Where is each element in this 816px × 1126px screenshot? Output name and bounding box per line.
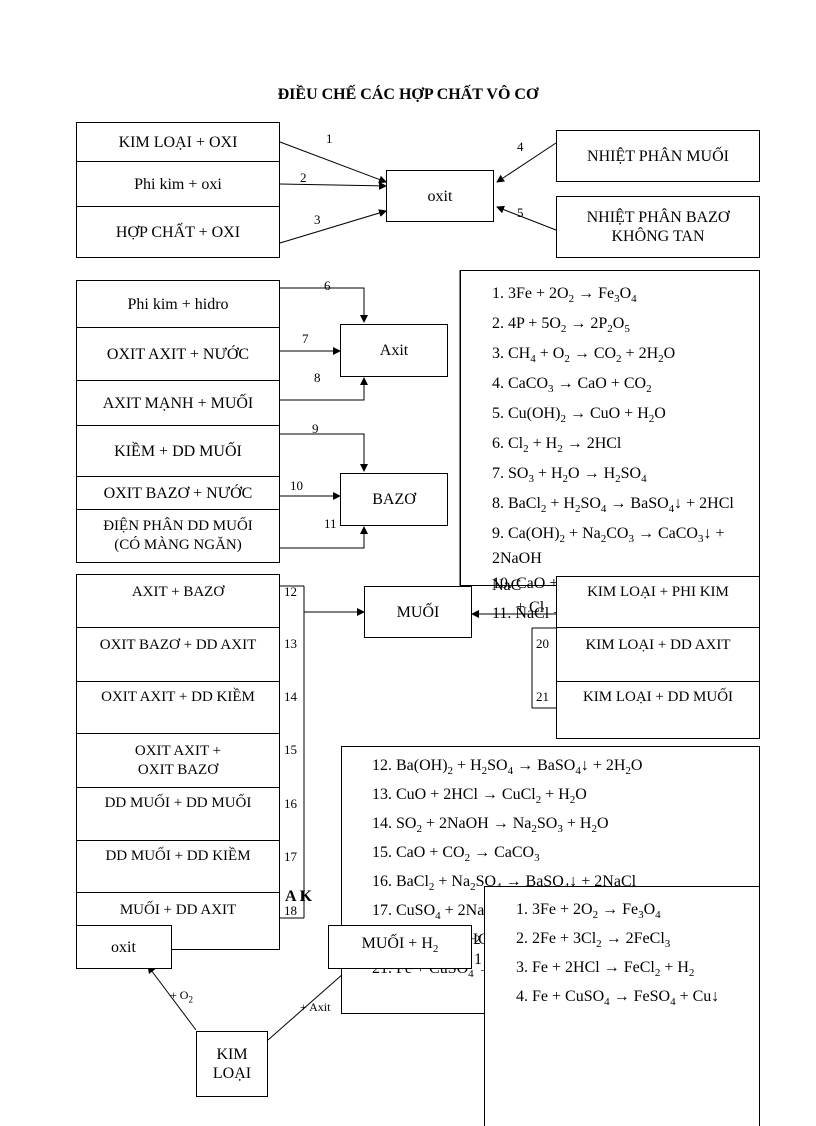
- muoi-h2-box: MUỐI + H2: [328, 925, 472, 969]
- step-num-9: 9: [312, 421, 319, 436]
- arrow-11: [280, 526, 368, 549]
- step-num-1: 1: [326, 131, 333, 146]
- kim-loai-dd-muoi-box: KIM LOẠI + DD MUỐI: [556, 681, 760, 739]
- step-num-7: 7: [302, 331, 309, 346]
- step-num-11: 11: [324, 516, 337, 531]
- phi-kim-hidro-box: Phi kim + hidro: [76, 280, 280, 328]
- page-title: ĐIỀU CHẾ CÁC HỢP CHẤT VÔ CƠ: [277, 86, 539, 103]
- eq-fragment-k: A K: [285, 888, 313, 905]
- oxit-small-box: oxit: [76, 925, 172, 969]
- axit-box: Axit: [340, 324, 448, 377]
- equation-item: 6. Cl2 + H2 → 2HCl: [492, 435, 622, 456]
- step-num-6: 6: [324, 278, 331, 293]
- arrow-3: [279, 209, 387, 244]
- step-num-17: 17: [284, 849, 297, 864]
- oxit-bazo-dd-axit-box: OXIT BAZƠ + DD AXIT: [76, 627, 280, 682]
- equation-item: 15. CaO + CO2 → CaCO3: [372, 844, 540, 865]
- step-num-10: 10: [290, 478, 303, 493]
- equation-item: 3. CH4 + O2 → CO2 + 2H2O: [492, 345, 676, 366]
- equation-item: 4. CaCO3 → CaO + CO2: [492, 375, 652, 396]
- kim-loai-oxi-box: KIM LOẠI + OXI: [76, 122, 280, 162]
- step-num-21: 21: [536, 689, 549, 704]
- kim-loai-dd-axit-box: KIM LOẠI + DD AXIT: [556, 627, 760, 682]
- dd-muoi-dd-muoi-box: DD MUỐI + DD MUỐI: [76, 787, 280, 841]
- eq-fragment-2: 2: [474, 932, 481, 947]
- eq-fragment-1: 1: [474, 951, 482, 968]
- step-num-16: 16: [284, 796, 297, 811]
- equation-item: 5. Cu(OH)2 → CuO + H2O: [492, 405, 666, 426]
- step-num-2: 2: [300, 170, 307, 185]
- nhiet-phan-bazo-box: NHIỆT PHÂN BAZƠ KHÔNG TAN: [556, 196, 760, 258]
- muoi-dd-axit-box: MUỐI + DD AXIT: [76, 892, 280, 950]
- equation-item: 14. SO2 + 2NaOH → Na2SO3 + H2O: [372, 815, 609, 836]
- arrow-9: [280, 433, 368, 472]
- equations-panel-3: [484, 886, 760, 1126]
- eq-fragment-11: NaC: [492, 577, 522, 594]
- muoi-box: MUỐI: [364, 586, 472, 638]
- axit-manh-muoi-box: AXIT MẠNH + MUỐI: [76, 380, 280, 426]
- oxit-axit-nuoc-box: OXIT AXIT + NƯỚC: [76, 327, 280, 381]
- step-num-20: 20: [536, 636, 549, 651]
- equation-item: 13. CuO + 2HCl → CuCl2 + H2O: [372, 786, 587, 807]
- kiem-dd-muoi-box: KIỀM + DD MUỐI: [76, 425, 280, 477]
- muoi-h2-label: MUỐI + H2: [361, 935, 439, 956]
- equation-item: 9. Ca(OH)2 + Na2CO3 → CaCO3↓ + 2NaOH: [492, 525, 725, 568]
- dd-muoi-dd-kiem-box: DD MUỐI + DD KIỀM: [76, 840, 280, 893]
- step-num-8: 8: [314, 370, 321, 385]
- step-num-4: 4: [517, 139, 524, 154]
- step-num-5: 5: [517, 205, 524, 220]
- axit-bazo-box: AXIT + BAZƠ: [76, 574, 280, 628]
- bazo-box: BAZƠ: [340, 473, 448, 526]
- step-num-13: 13: [284, 636, 297, 651]
- equation-item: 2. 2Fe + 3Cl2 → 2FeCl3: [516, 930, 671, 951]
- hop-chat-oxi-box: HỢP CHẤT + OXI: [76, 206, 280, 258]
- oxit-axit-dd-kiem-box: OXIT AXIT + DD KIỀM: [76, 681, 280, 734]
- oxit-axit-oxit-bazo-box: OXIT AXIT + OXIT BAZƠ: [76, 733, 280, 788]
- step-num-15: 15: [284, 742, 297, 757]
- label-axit: + Axit: [300, 1000, 331, 1014]
- step-num-18: 18: [284, 903, 297, 918]
- equation-item: 2. 4P + 5O2 → 2P2O5: [492, 315, 630, 336]
- arrow-5: [496, 205, 557, 231]
- arrow-8: [280, 377, 368, 401]
- arrow-2: [279, 181, 387, 190]
- arrow-axit: [267, 965, 353, 1041]
- equation-item: 1. 3Fe + 2O2 → Fe3O4: [516, 901, 661, 922]
- arrow-1: [279, 141, 387, 184]
- phi-kim-oxi-box: Phi kim + oxi: [76, 161, 280, 207]
- nhiet-phan-muoi-box: NHIỆT PHÂN MUỐI: [556, 130, 760, 182]
- equation-item: 3. Fe + 2HCl → FeCl2 + H2: [516, 959, 695, 980]
- equation-item: 1. 3Fe + 2O2 → Fe3O4: [492, 285, 637, 306]
- equation-item: 4. Fe + CuSO4 → FeSO4 + Cu↓: [516, 988, 720, 1009]
- dien-phan-dd-muoi-box: ĐIỆN PHÂN DD MUỐI (CÓ MÀNG NGĂN): [76, 509, 280, 563]
- step-num-3: 3: [314, 212, 321, 227]
- equation-item: 8. BaCl2 + H2SO4 → BaSO4↓ + 2HCl: [492, 495, 734, 516]
- step-num-12: 12: [284, 584, 297, 599]
- arrow-6: [280, 287, 368, 323]
- label-o2: + O2: [170, 988, 193, 1005]
- equation-item: 7. SO3 + H2O → H2SO4: [492, 465, 647, 486]
- oxit-bazo-nuoc-box: OXIT BAZƠ + NƯỚC: [76, 476, 280, 510]
- kim-loai-box: KIM LOẠI: [196, 1031, 268, 1097]
- arrow-4: [496, 142, 557, 183]
- equation-item: 12. Ba(OH)2 + H2SO4 → BaSO4↓ + 2H2O: [372, 757, 643, 778]
- oxit-box: oxit: [386, 170, 494, 222]
- arrow-o2: [147, 965, 197, 1031]
- equations-panel-1: [460, 270, 760, 586]
- step-num-14: 14: [284, 689, 297, 704]
- eq-fragment-cl: + Cl: [516, 599, 545, 616]
- kim-loai-phi-kim-box: KIM LOẠI + PHI KIM: [556, 576, 760, 628]
